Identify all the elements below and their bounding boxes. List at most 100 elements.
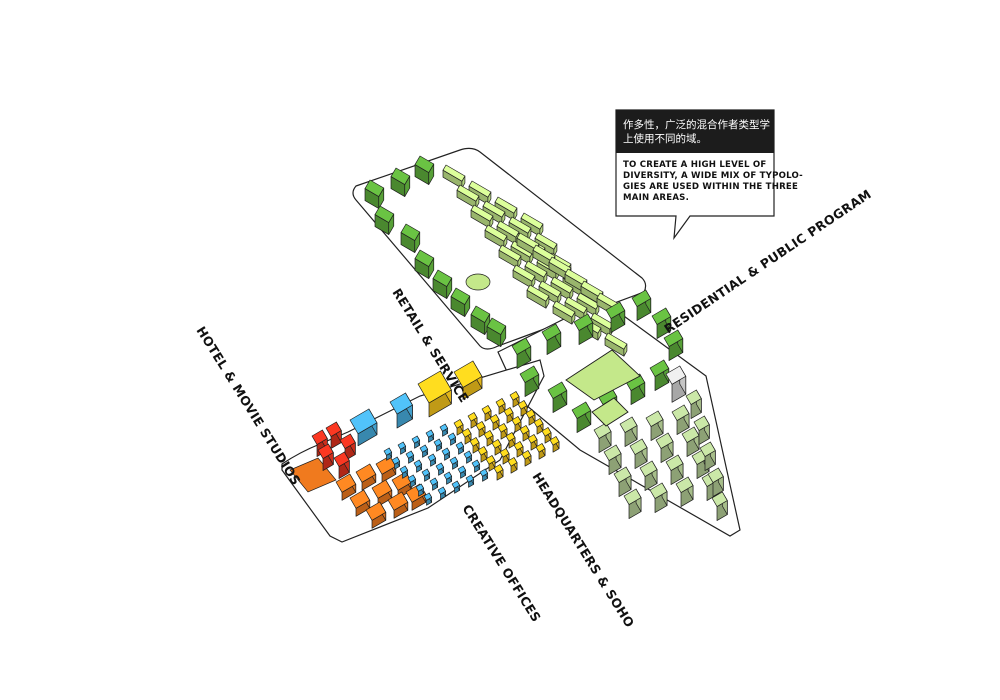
creative-small-block (429, 477, 439, 491)
retail-slab (442, 164, 466, 189)
studio-red-block (339, 433, 356, 461)
callout-chinese-line-1: 作多性，广泛的混合作者类型学 (623, 118, 770, 131)
creative-small-block (411, 435, 421, 449)
creative-large-block (389, 392, 413, 429)
retail-slab (520, 212, 544, 237)
hq-small-block (521, 450, 532, 467)
retail-dark-block (486, 317, 507, 347)
hq-small-block (513, 441, 524, 458)
retail-slab (526, 284, 550, 309)
residential-dark-block (541, 323, 562, 355)
residential-tower (639, 460, 658, 491)
creative-small-block (427, 453, 437, 467)
callout-chinese-line-2: 上使用不同的域。 (623, 132, 707, 145)
residential-gray-block (665, 365, 687, 403)
residential-tower (655, 432, 674, 463)
creative-small-block (413, 459, 423, 473)
creative-small-block (479, 468, 489, 482)
residential-dark-block (651, 307, 672, 339)
creative-small-block (447, 432, 457, 446)
studio-orange-block (335, 473, 357, 501)
retail-round-plaza (465, 273, 491, 291)
retail-dark-block (414, 249, 435, 279)
residential-blocks (511, 289, 728, 521)
hq-small-block (469, 437, 480, 454)
creative-small-block (463, 450, 473, 464)
zone-label-hotel: HOTEL & MOVIE STUDIOS (193, 324, 303, 488)
callout-english-line-3: GIES ARE USED WITHIN THE THREE (623, 182, 798, 192)
hq-large-block (453, 360, 483, 400)
residential-courtyard (591, 397, 629, 427)
retail-dark-block (450, 287, 471, 317)
hq-small-block (533, 418, 544, 435)
hq-small-block (497, 423, 508, 440)
headquarters-blocks (417, 360, 560, 481)
creative-small-block (391, 456, 401, 470)
retail-dark-block (364, 179, 385, 209)
creative-blocks (349, 392, 489, 506)
retail-slab (604, 332, 628, 357)
retail-slab (524, 260, 548, 285)
hq-large-block (417, 370, 452, 418)
hq-small-block (517, 400, 528, 417)
hq-small-block (477, 446, 488, 463)
creative-small-block (433, 438, 443, 452)
creative-small-block (449, 456, 459, 470)
retail-dark-block (390, 167, 411, 197)
retail-dark-block (432, 269, 453, 299)
creative-small-block (383, 447, 393, 461)
zone-label-creative: CREATIVE OFFICES (459, 502, 544, 625)
hq-small-block (505, 432, 516, 449)
retail-dark-block (414, 155, 435, 185)
residential-tower (671, 404, 690, 435)
residential-dark-block (649, 359, 670, 391)
creative-small-block (441, 447, 451, 461)
residential-dark-block (571, 401, 592, 433)
residential-dark-block (605, 301, 626, 333)
creative-small-block (423, 492, 433, 506)
studio-orange-block (387, 491, 409, 519)
residential-tower (645, 410, 664, 441)
hq-small-block (525, 409, 536, 426)
creative-small-block (443, 471, 453, 485)
creative-large-block (349, 408, 378, 447)
creative-small-block (407, 474, 417, 488)
residential-tower (711, 491, 728, 521)
studio-orange-block (355, 463, 377, 491)
hq-small-block (507, 457, 518, 474)
retail-slab (534, 232, 558, 257)
residential-tower (699, 441, 716, 471)
residential-tower (707, 467, 724, 497)
hq-small-block (535, 443, 546, 460)
retail-slab (552, 300, 576, 325)
residential-tower (603, 444, 622, 475)
creative-small-block (399, 465, 409, 479)
creative-small-block (451, 480, 461, 494)
residential-tower (649, 482, 668, 513)
creative-small-block (397, 441, 407, 455)
creative-small-block (465, 474, 475, 488)
creative-small-block (439, 423, 449, 437)
hq-small-block (489, 414, 500, 431)
residential-dark-block (625, 373, 646, 405)
studio-blocks (289, 421, 427, 529)
hq-small-block (519, 425, 530, 442)
residential-central-court (565, 349, 641, 401)
residential-tower (613, 466, 632, 497)
residential-dark-block (573, 313, 594, 345)
retail-slab (494, 196, 518, 221)
residential-tower (619, 416, 638, 447)
callout-english-line-2: DIVERSITY, A WIDE MIX OF TYPOLO- (623, 171, 803, 181)
studio-orange-block (365, 501, 387, 529)
residential-dark-block (631, 289, 652, 321)
residential-tower (675, 476, 694, 507)
residential-dark-block (519, 365, 540, 397)
callout-english-line-4: MAIN AREAS. (623, 193, 689, 203)
hq-small-block (527, 434, 538, 451)
hq-small-block (509, 391, 520, 408)
residential-tower (623, 488, 642, 519)
creative-small-block (421, 468, 431, 482)
creative-small-block (471, 459, 481, 473)
callout-english-line-1: TO CREATE A HIGH LEVEL OF (623, 160, 766, 170)
